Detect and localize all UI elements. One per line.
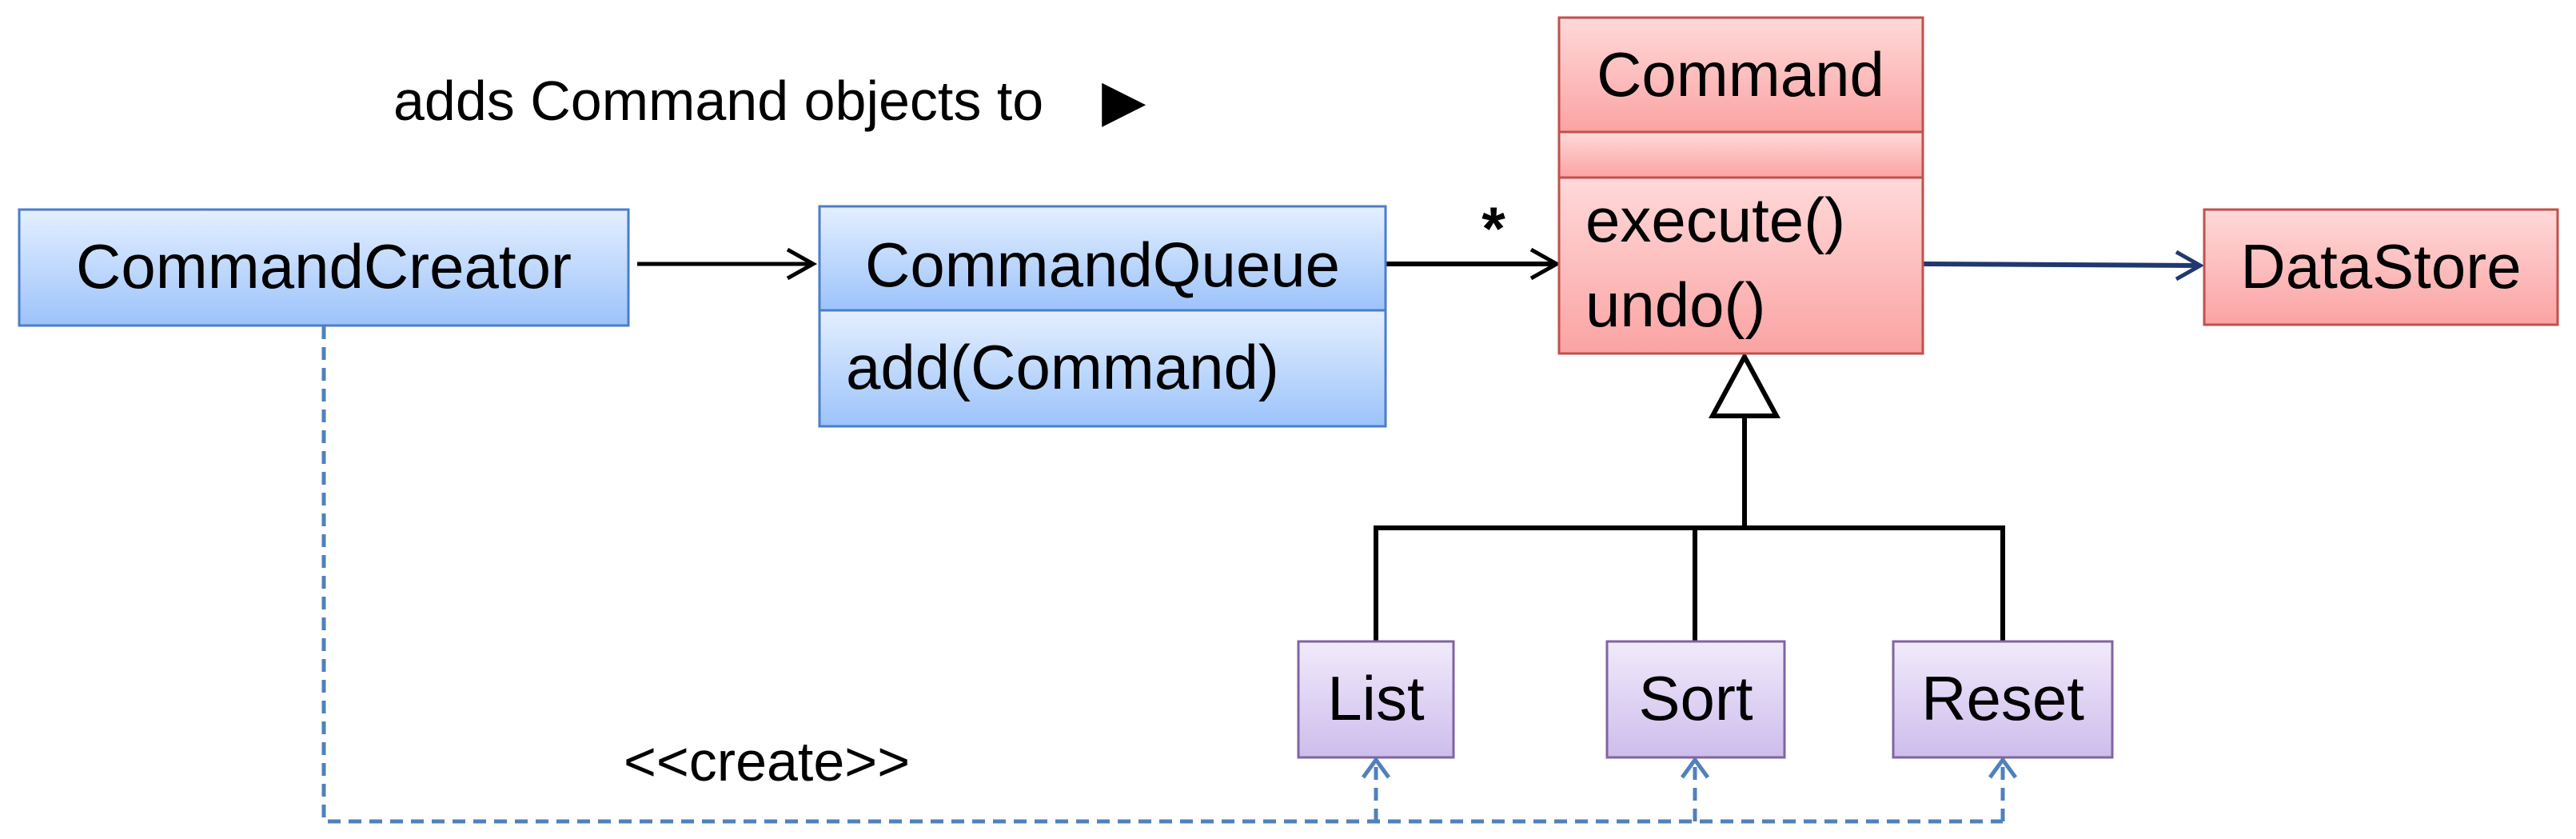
method-add: add(Command) [846,332,1279,402]
class-name: CommandCreator [76,231,572,302]
multiplicity-label: * [1481,195,1505,263]
class-name: Reset [1921,663,2084,733]
class-name: Command [1597,39,1884,110]
generalization-tree [1374,351,2005,641]
adds-label: adds Command objects to [393,70,1043,132]
class-data-store[interactable]: DataStore [2203,208,2559,326]
class-name: List [1327,663,1425,733]
class-command-creator[interactable]: CommandCreator [18,208,630,327]
class-name: Sort [1638,663,1753,733]
method-undo: undo() [1585,270,1765,340]
inheritance-arrowhead [1708,351,1781,418]
class-reset[interactable]: Reset [1892,640,2114,759]
class-name: CommandQueue [865,230,1340,300]
create-dependency [321,326,2018,824]
direction-arrow-icon: ▶ [1102,69,1146,133]
class-command[interactable]: Command execute() undo() [1557,16,1924,355]
create-stereotype-label: <<create>> [624,730,910,793]
class-name: DataStore [2240,231,2521,302]
class-sort[interactable]: Sort [1605,640,1786,759]
association-command-to-datastore [1922,250,2205,282]
association-creator-to-queue [637,247,818,281]
method-execute: execute() [1585,185,1845,255]
association-queue-to-command [1386,247,1561,281]
class-list[interactable]: List [1297,640,1455,759]
class-command-queue[interactable]: CommandQueue add(Command) [818,205,1387,428]
